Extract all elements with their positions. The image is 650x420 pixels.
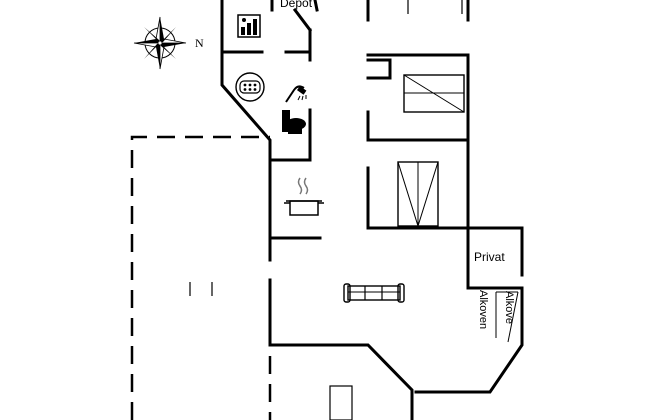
sofa-icon (343, 283, 405, 303)
room-label-alkove: Alkove (503, 291, 515, 325)
room-label-alkoven: Alkoven (477, 290, 489, 330)
room-label-privat: Privat (474, 250, 505, 264)
bed-icon (397, 161, 439, 227)
sauna-icon (237, 14, 261, 38)
cooking-pot-icon (284, 177, 324, 216)
bed-icon (495, 291, 519, 343)
compass-north-label: N (195, 36, 204, 50)
shower-icon (285, 85, 307, 103)
walls (220, 0, 524, 420)
thin-lines (189, 0, 463, 420)
bed-icon (403, 74, 465, 113)
terrace-outline (130, 135, 272, 420)
whirlpool-icon (235, 72, 265, 102)
room-label-depot: Depot (280, 0, 313, 10)
toilet-icon (282, 110, 306, 134)
compass-rose-icon (133, 16, 187, 70)
